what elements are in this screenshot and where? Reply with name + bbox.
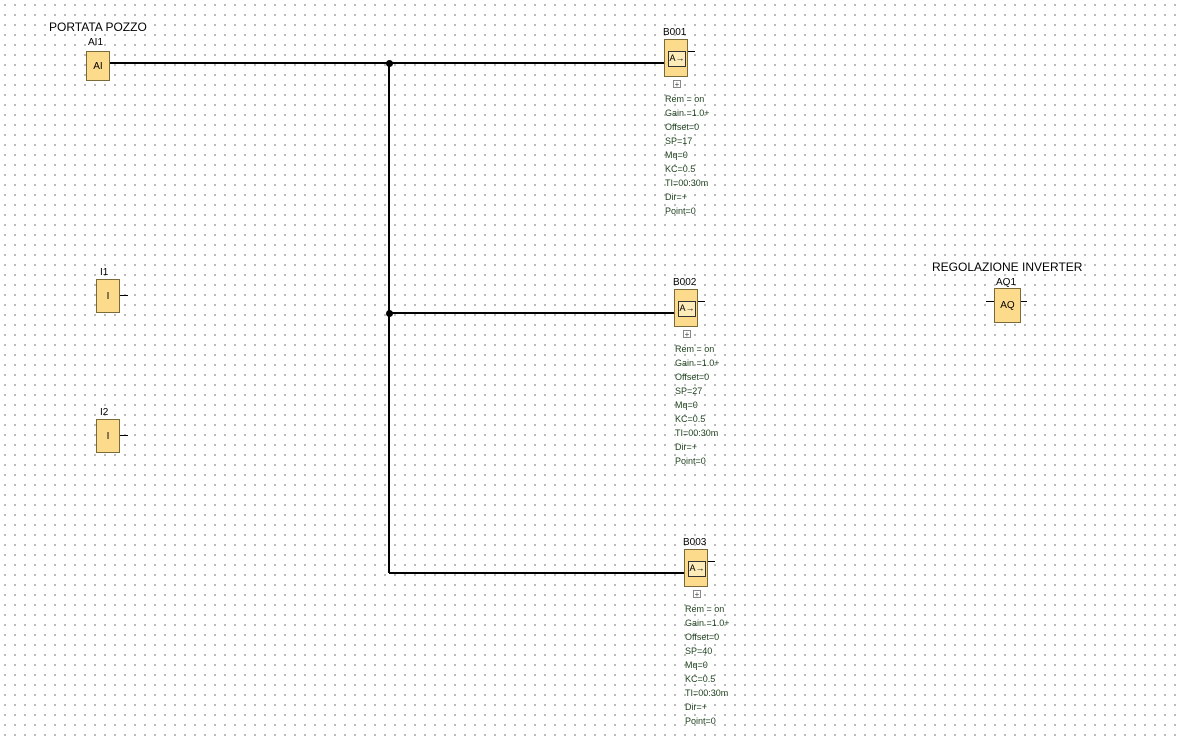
label-regolazione-inverter: REGOLAZIONE INVERTER [932, 260, 1083, 274]
b002-output-pin [698, 301, 705, 302]
param-setpoint: SP=40 [685, 646, 713, 656]
ai1-name: AI1 [88, 37, 104, 48]
param-setpoint: SP=17 [665, 136, 693, 146]
param-dir: Dir=+ [685, 702, 708, 712]
b003-output-pin [708, 561, 715, 562]
pi-controller-b003[interactable]: A→ [684, 549, 708, 587]
param-gain: Gain =1.0+ [675, 358, 720, 368]
param-dir: Dir=+ [675, 442, 698, 452]
analog-output-aq1[interactable]: AQ [994, 288, 1021, 323]
param-ti: TI=00:30m [665, 178, 709, 188]
pi-controller-b001[interactable]: A→ [664, 39, 688, 77]
b003-expand-button[interactable]: + [693, 590, 701, 599]
i1-name: I1 [100, 267, 109, 278]
b001-parameters: Rem = on Gain =1.0+ Offset=0 SP=17 Mq=0 … [665, 92, 710, 218]
i1-symbol: I [106, 290, 110, 302]
pi-controller-icon: A→ [668, 51, 686, 67]
param-offset: Offset=0 [665, 122, 700, 132]
param-ti: TI=00:30m [685, 688, 729, 698]
param-gain: Gain =1.0+ [665, 108, 710, 118]
analog-input-ai1[interactable]: AI [86, 51, 110, 81]
pi-controller-b002[interactable]: A→ [674, 289, 698, 327]
param-ti: TI=00:30m [675, 428, 719, 438]
pi-controller-icon: A→ [688, 561, 706, 577]
param-offset: Offset=0 [675, 372, 710, 382]
label-portata-pozzo: PORTATA POZZO [49, 20, 147, 34]
param-mq: Mq=0 [675, 400, 698, 410]
param-point: Point=0 [675, 456, 706, 466]
param-mq: Mq=0 [685, 660, 708, 670]
aq1-name: AQ1 [996, 277, 1017, 288]
param-setpoint: SP=27 [675, 386, 703, 396]
param-point: Point=0 [685, 716, 716, 726]
i2-symbol: I [106, 430, 110, 442]
param-rem: Rem = on [675, 344, 715, 354]
b002-parameters: Rem = on Gain =1.0+ Offset=0 SP=27 Mq=0 … [675, 342, 720, 468]
junction-dot [386, 60, 393, 67]
param-dir: Dir=+ [665, 192, 688, 202]
aq1-input-pin [986, 301, 994, 302]
b001-name: B001 [663, 27, 687, 38]
digital-input-i2[interactable]: I [96, 419, 120, 453]
pi-controller-icon: A→ [678, 301, 696, 317]
param-rem: Rem = on [685, 604, 725, 614]
param-point: Point=0 [665, 206, 696, 216]
b003-parameters: Rem = on Gain =1.0+ Offset=0 SP=40 Mq=0 … [685, 602, 730, 728]
digital-input-i1[interactable]: I [96, 279, 120, 313]
b002-expand-button[interactable]: + [683, 330, 691, 339]
b003-name: B003 [683, 537, 707, 548]
junction-dot [386, 310, 393, 317]
aq1-symbol: AQ [1000, 300, 1015, 311]
param-mq: Mq=0 [665, 150, 688, 160]
i1-output-pin [120, 295, 128, 296]
i2-output-pin [120, 435, 128, 436]
param-offset: Offset=0 [685, 632, 720, 642]
param-kc: KC=0.5 [675, 414, 706, 424]
param-kc: KC=0.5 [665, 164, 696, 174]
param-gain: Gain =1.0+ [685, 618, 730, 628]
b001-output-pin [688, 51, 695, 52]
ai1-symbol: AI [93, 60, 103, 72]
b002-name: B002 [673, 277, 697, 288]
aq1-output-pin [1021, 301, 1027, 302]
i2-name: I2 [100, 407, 109, 418]
param-kc: KC=0.5 [685, 674, 716, 684]
param-rem: Rem = on [665, 94, 705, 104]
b001-expand-button[interactable]: + [673, 80, 681, 89]
